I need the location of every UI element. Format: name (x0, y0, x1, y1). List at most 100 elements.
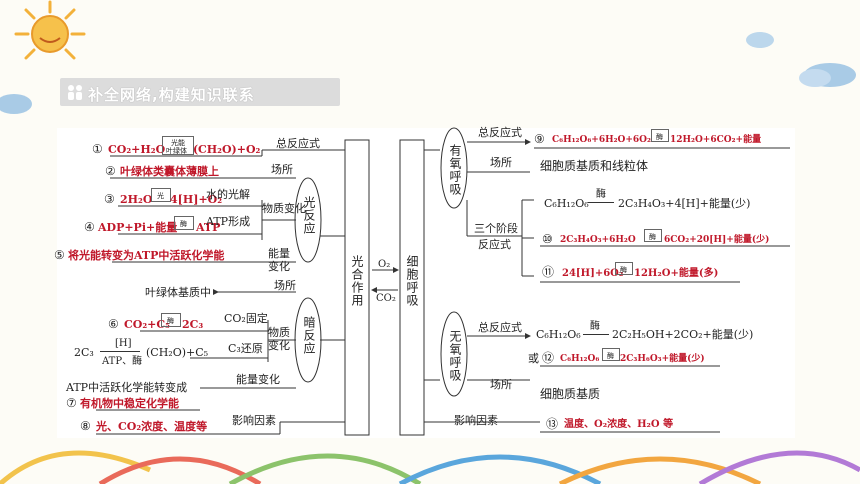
item-3-right: 4[H]+O₂ (170, 193, 223, 206)
aerobic-location-label: 场所 (490, 156, 512, 169)
item-10-left: 2C₃H₄O₃+6H₂O (560, 235, 636, 245)
sun-decoration (14, 0, 86, 60)
item-12-arrow-top: 酶 (607, 352, 614, 360)
item-6-arrow-top: 酶 (167, 317, 174, 325)
respiration-label: 细胞呼吸 (405, 255, 419, 307)
light-reaction-node: 光反应 (302, 196, 316, 235)
stages-label-2: 反应式 (478, 238, 511, 251)
cloud-decoration (746, 32, 856, 87)
item-9-right: 12H₂O+6CO₂+能量 (670, 135, 762, 145)
section-title: 补全网络,构建知识联系 (88, 86, 255, 104)
item-1-arrow-top: 光能 (171, 139, 185, 147)
item-7-answer: 有机物中稳定化学能 (80, 397, 179, 410)
item-4-arrow-box: 酶 (174, 216, 194, 230)
item-9-left: C₆H₁₂O₆+6H₂O+6O₂ (552, 135, 651, 145)
factor-label: 影响因素 (232, 414, 276, 427)
dark-location: 叶绿体基质中 (145, 286, 211, 299)
reduction-left: 2C₃ (74, 346, 94, 359)
item-3-left: 2H₂O (120, 193, 153, 206)
photosynthesis-label: 光合作用 (350, 255, 364, 307)
total-reaction-label: 总反应式 (276, 137, 320, 150)
item-10-arrow-box: 酶 (644, 229, 662, 242)
location-label: 场所 (271, 163, 293, 176)
anaerobic-eq-arrow-top: 酶 (590, 321, 600, 332)
item-10-number: ⑩ (542, 232, 553, 246)
item-1-arrow-box: 光能 叶绿体 (162, 136, 194, 155)
atp-formation-label: ATP形成 (206, 215, 251, 228)
stages-label-1: 三个阶段 (474, 222, 518, 235)
item-11-left: 24[H]+6O₂ (562, 268, 624, 279)
cloud-decoration (0, 94, 32, 114)
item-13-answer: 温度、O₂浓度、H₂O 等 (564, 419, 674, 430)
dark-material-change-label: 物质变化 (268, 326, 290, 352)
anaerobic-factor-label: 影响因素 (454, 414, 498, 427)
item-5-number: ⑤ (54, 248, 65, 262)
item-10-right: 6CO₂+20[H]+能量(少) (664, 235, 770, 245)
knowledge-map-panel (57, 128, 795, 438)
c3-reduction-label: C₃还原 (228, 342, 263, 355)
item-2-number: ② (105, 164, 116, 178)
item-11-arrow-box: 酶 (615, 262, 633, 275)
o2-label: O₂ (378, 259, 391, 270)
anaerobic-eq-arrow (583, 334, 609, 335)
item-4-arrow-top: 酶 (180, 220, 187, 228)
item-12-number: ⑫ (542, 351, 555, 365)
reduction-arrow (100, 351, 140, 352)
item-6-number: ⑥ (108, 317, 119, 331)
item-6-left: CO₂+C₅ (124, 318, 170, 331)
stage1-right: 2C₃H₄O₃+4[H]+能量(少) (618, 197, 751, 210)
anaerobic-total-label: 总反应式 (478, 321, 522, 334)
item-11-number: ⑪ (542, 265, 555, 279)
item-5-answer: 将光能转变为ATP中活跃化学能 (68, 249, 225, 262)
item-10-arrow-top: 酶 (649, 233, 656, 241)
aerobic-node: 有氧呼吸 (448, 144, 462, 196)
reduction-bottom: ATP、酶 (102, 356, 143, 367)
item-1-arrow-bottom: 叶绿体 (166, 147, 187, 155)
stage1-left: C₆H₁₂O₆ (544, 197, 589, 210)
item-8-answer: 光、CO₂浓度、温度等 (96, 420, 208, 433)
stage1-arrow (588, 202, 614, 203)
item-8-number: ⑧ (80, 419, 91, 433)
section-banner (60, 78, 340, 106)
dark-location-label: 场所 (274, 279, 296, 292)
item-12-left: C₆H₁₂O₆ (560, 354, 600, 364)
item-3-arrow-box: 光 (151, 188, 171, 202)
item-3-number: ③ (104, 192, 115, 206)
anaerobic-location-label: 场所 (490, 378, 512, 391)
stage1-arrow-top: 酶 (596, 189, 606, 200)
energy-change-label: 能量变化 (268, 247, 290, 273)
co2-fixation-label: CO₂固定 (224, 312, 268, 325)
item-9-number: ⑨ (534, 132, 545, 146)
reduction-top: [H] (115, 338, 132, 349)
item-1-right: CH₂O)+O₂ (198, 143, 261, 156)
item-2-answer: 叶绿体类囊体薄膜上 (120, 165, 219, 178)
aerobic-total-label: 总反应式 (478, 126, 522, 139)
dark-reaction-node: 暗反应 (302, 316, 316, 355)
item-4-left: ADP+Pi+能量 (98, 221, 178, 234)
material-change-label: 物质变化 (262, 202, 306, 215)
anaerobic-node: 无氧呼吸 (448, 330, 462, 382)
item-12-right: 2C₃H₆O₃+能量(少) (620, 354, 705, 364)
rainbow-decoration (0, 450, 860, 484)
item-6-right: 2C₃ (182, 318, 204, 331)
water-photolysis-label: 水的光解 (206, 188, 250, 201)
item-6-arrow-box: 酶 (161, 313, 181, 327)
reduction-right: (CH₂O)+C₅ (146, 346, 209, 359)
item-4-number: ④ (84, 220, 95, 234)
anaerobic-eq-right: 2C₂H₅OH+2CO₂+能量(少) (612, 328, 754, 341)
item-3-arrow-top: 光 (157, 192, 164, 200)
item-1-number: ① (92, 142, 103, 156)
item-7-number: ⑦ (66, 396, 77, 410)
dark-energy-change-label: 能量变化 (236, 373, 280, 386)
item-9-arrow-box: 酶 (651, 129, 669, 142)
item-11-arrow-top: 酶 (620, 266, 627, 274)
people-icon (68, 85, 82, 100)
item-9-arrow-top: 酶 (656, 133, 663, 141)
item-13-number: ⑬ (546, 417, 559, 431)
item-4-right: ATP (196, 221, 221, 234)
co2-label: CO₂ (376, 293, 396, 304)
anaerobic-eq-left: C₆H₁₂O₆ (536, 328, 581, 341)
anaerobic-location: 细胞质基质 (540, 387, 601, 401)
aerobic-location: 细胞质基质和线粒体 (540, 159, 649, 173)
